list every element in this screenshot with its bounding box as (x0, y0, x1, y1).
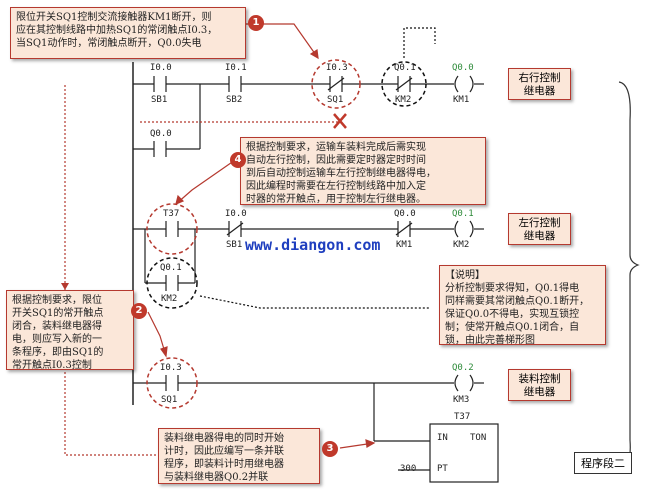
rung2-coil-name: KM2 (453, 240, 470, 250)
section-bracket (618, 81, 640, 473)
rung1-contact2-addr: I0.1 (225, 63, 247, 73)
sq1-nc-highlight (311, 59, 361, 109)
timer-preset: 300 (400, 464, 417, 474)
coil-right-box: 右行控制 继电器 (508, 68, 571, 100)
rung2-contact2-name: SB1 (226, 240, 243, 250)
dotted-black-bottom (199, 295, 430, 309)
rung1-contact3-addr: I0.3 (326, 63, 348, 73)
note-2: 根据控制要求，运输车装料完成后需实现 自动左行控制，因此需要定时器定时时间 到后… (240, 137, 486, 205)
rung2-hold-addr: Q0.1 (160, 263, 182, 273)
dotted-vertical-right (64, 304, 158, 456)
note-1: 限位开关SQ1控制交流接触器KM1断开，则 应在其控制线路中加热SQ1的常闭触点… (10, 7, 246, 59)
rung1-contact3-name: SQ1 (327, 95, 344, 105)
badge-1: 1 (248, 15, 264, 31)
t37-highlight (146, 203, 198, 255)
rung1-coil-name: KM1 (453, 95, 470, 105)
km2-nc-highlight (381, 61, 427, 107)
note-5: 装料继电器得电的同时开始 计时，因此应编写一条并联 程序，即装料计时用继电器 与… (158, 428, 320, 484)
rung1-coil-addr: Q0.0 (452, 63, 474, 73)
rung-2 (133, 220, 484, 291)
rung3-contact1-addr: I0.3 (160, 363, 182, 373)
sq1-no-highlight (146, 357, 198, 409)
timer-pt-label: PT (437, 464, 448, 474)
km2-hold-highlight (146, 257, 198, 309)
timer-in-label: IN (437, 433, 448, 443)
rung1-contact1-name: SB1 (151, 95, 168, 105)
note-3: 根据控制要求，限位 开关SQ1的常开触点 闭合，装料继电器得 电，则应写入新的一… (6, 290, 134, 371)
section-label: 程序段二 (574, 452, 632, 474)
connector-note4 (175, 157, 239, 205)
rung1-contact1-addr: I0.0 (150, 63, 172, 73)
timer-name: T37 (454, 412, 471, 422)
rung3-coil-addr: Q0.2 (452, 363, 474, 373)
coil-left-box: 左行控制 继电器 (508, 213, 571, 245)
rung2-contact3-addr: Q0.0 (394, 209, 416, 219)
rung2-contact1-addr: T37 (163, 209, 180, 219)
rung1-contact4-addr: Q0.1 (394, 63, 416, 73)
rung2-contact2-addr: I0.0 (225, 209, 247, 219)
x-mark-icon (333, 113, 347, 129)
timer-ton-label: TON (470, 433, 487, 443)
coil-load-box: 装料控制 继电器 (508, 369, 571, 401)
badge-4: 4 (230, 152, 246, 168)
rung3-coil-name: KM3 (453, 395, 470, 405)
badge-2: 2 (131, 303, 147, 319)
rung2-contact3-name: KM1 (396, 240, 413, 250)
watermark-text: www.diangon.com (245, 236, 381, 254)
rung-3 (133, 374, 499, 483)
rung2-hold-name: KM2 (161, 294, 178, 304)
rung3-contact1-name: SQ1 (161, 395, 178, 405)
rung1-contact4-name: KM2 (395, 95, 412, 105)
badge-3: 3 (322, 441, 338, 457)
rung1-hold-addr: Q0.0 (150, 129, 172, 139)
rung-1 (133, 75, 484, 157)
dotted-black-top (403, 27, 436, 58)
note-4: 【说明】 分析控制要求得知，Q0.1得电 同样需要其常闭触点Q0.1断开， 保证… (439, 265, 606, 346)
rung1-contact2-name: SB2 (226, 95, 243, 105)
rung2-coil-addr: Q0.1 (452, 209, 474, 219)
